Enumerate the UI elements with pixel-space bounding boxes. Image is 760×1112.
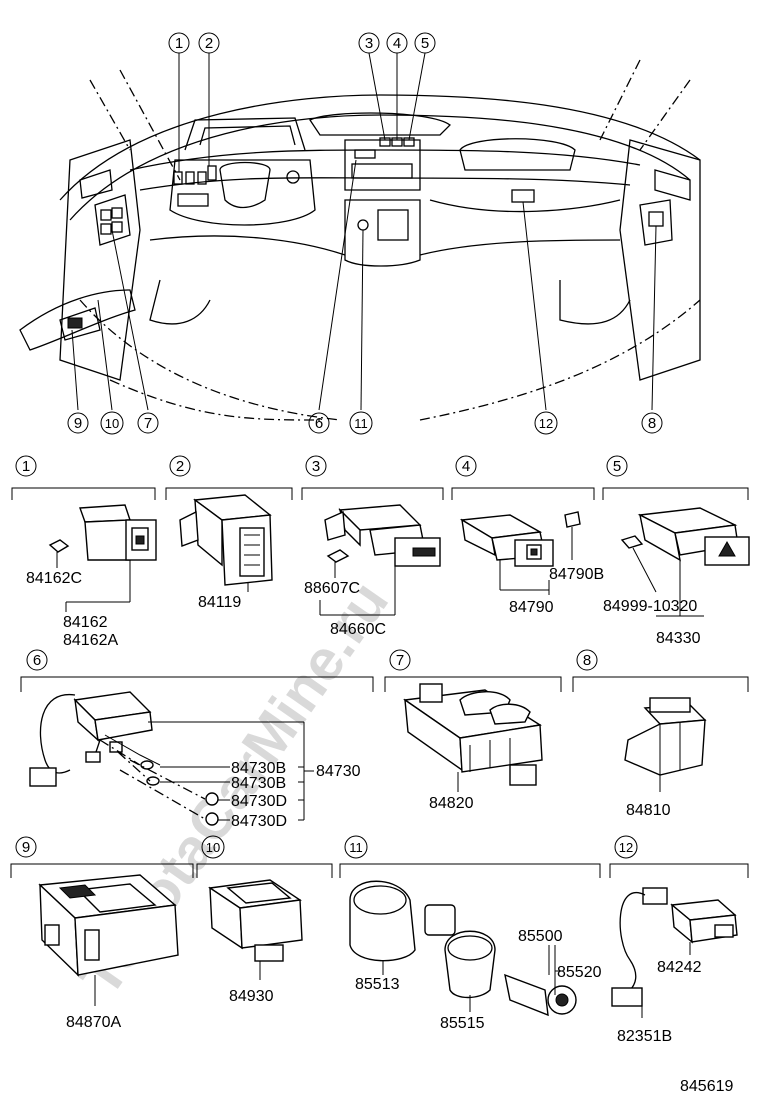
callout-number: 8	[583, 652, 591, 669]
part-label-84810: 84810	[626, 802, 671, 819]
part-label-84162c: 84162C	[26, 570, 82, 587]
part-label-85515: 85515	[440, 1015, 485, 1032]
callout-7: 7	[137, 412, 159, 434]
callout-number: 2	[176, 458, 184, 475]
lighter-85500	[504, 973, 577, 1017]
callout-number: 9	[22, 839, 30, 856]
section-7: 7 84820	[384, 649, 562, 812]
part-label-84730d-2: 84730D	[231, 813, 287, 830]
callout-number: 7	[396, 652, 404, 669]
switch-84930	[208, 879, 303, 962]
harness-82351b	[611, 887, 668, 1007]
part-label-84930: 84930	[229, 988, 274, 1005]
callout-number: 12	[619, 840, 633, 855]
callout-2: 2	[198, 32, 220, 54]
section-9: 9 84870A	[10, 836, 194, 1031]
dashboard-overview	[19, 52, 701, 421]
switch-84790	[459, 514, 554, 567]
part-label-84870a: 84870A	[66, 1014, 121, 1031]
part-label-84162: 84162	[63, 614, 108, 631]
callout-5: 5	[414, 32, 436, 54]
section-2: 2 84119	[165, 455, 293, 611]
callout-number: 11	[349, 840, 363, 855]
part-label-88607c: 88607C	[304, 580, 360, 597]
section-12: 12 84242 82351B	[609, 835, 749, 1045]
housing-85513	[349, 880, 416, 962]
part-label-84790: 84790	[509, 599, 554, 616]
switch-84870a	[38, 874, 179, 977]
part-label-84242: 84242	[657, 959, 702, 976]
socket-84730	[29, 691, 161, 787]
section-11: 11 85513 85515 85500 85520	[339, 835, 602, 1032]
callout-number: 5	[421, 35, 429, 52]
part-label-84162a: 84162A	[63, 632, 118, 649]
callout-6: 6	[308, 412, 330, 434]
section-8: 8 84810	[572, 649, 749, 819]
switch-84810	[624, 697, 707, 776]
part-label-84730b-2: 84730B	[231, 775, 286, 792]
callout-8: 8	[641, 412, 663, 434]
switch-84330	[637, 507, 750, 566]
section-5: 5 84999-10320 84330	[602, 455, 750, 647]
callout-number: 1	[175, 35, 183, 52]
overview-callouts: 1 2 3 4 5 6 7 8 9 10 11 12	[67, 32, 663, 435]
switch-84820	[403, 683, 543, 786]
callout-12: 12	[534, 411, 558, 435]
callout-number: 5	[613, 458, 621, 475]
callout-number: 6	[315, 415, 323, 432]
screw-84999	[620, 535, 644, 549]
section-10: 10 84930	[196, 835, 333, 1005]
screw-84162c	[48, 539, 70, 553]
callout-10: 10	[100, 411, 124, 435]
part-label-84999-10320: 84999-10320	[603, 598, 697, 615]
callout-number: 3	[365, 35, 373, 52]
part-label-84119: 84119	[198, 594, 241, 611]
screw-88607c	[326, 549, 350, 563]
callout-number: 6	[33, 652, 41, 669]
section-4: 4 84790B 84790	[451, 455, 604, 616]
part-label-84730b-1: 84730B	[231, 760, 286, 777]
clip-84790b	[564, 511, 581, 528]
callout-number: 4	[393, 35, 401, 52]
callout-3: 3	[358, 32, 380, 54]
callout-number: 10	[206, 840, 220, 855]
callout-11: 11	[349, 411, 373, 435]
switch-84162	[79, 504, 157, 561]
part-label-85520: 85520	[557, 964, 602, 981]
callout-number: 3	[312, 458, 320, 475]
module-84242	[670, 899, 738, 944]
part-label-85500: 85500	[518, 928, 563, 945]
part-label-84820: 84820	[429, 795, 474, 812]
callout-9: 9	[67, 412, 89, 434]
callout-1: 1	[168, 32, 190, 54]
diagram-id: 845619	[680, 1078, 733, 1095]
section-6: 6 84730B 84730	[20, 649, 374, 830]
callout-4: 4	[386, 32, 408, 54]
part-label-82351b: 82351B	[617, 1028, 672, 1045]
callout-number: 8	[648, 415, 656, 432]
callout-number: 9	[74, 415, 82, 432]
part-label-84730d-1: 84730D	[231, 793, 287, 810]
section-1: 1 84162C 84162 84162A	[11, 455, 157, 649]
callout-number: 11	[354, 416, 368, 431]
part-label-85513: 85513	[355, 976, 400, 993]
part-label-84790b: 84790B	[549, 566, 604, 583]
socket-85515	[424, 904, 496, 999]
callout-number: 4	[462, 458, 470, 475]
part-label-84730: 84730	[316, 763, 361, 780]
bulbs-84730	[99, 739, 219, 826]
switch-84660c	[324, 504, 441, 567]
switch-84119	[179, 494, 273, 586]
part-label-84660c: 84660C	[330, 621, 386, 638]
section-3: 3 88607C 84660C	[301, 455, 444, 638]
callout-number: 1	[22, 458, 30, 475]
part-label-84330: 84330	[656, 630, 701, 647]
callout-number: 2	[205, 35, 213, 52]
callout-number: 7	[144, 415, 152, 432]
callout-number: 12	[539, 416, 553, 431]
callout-number: 10	[105, 416, 119, 431]
